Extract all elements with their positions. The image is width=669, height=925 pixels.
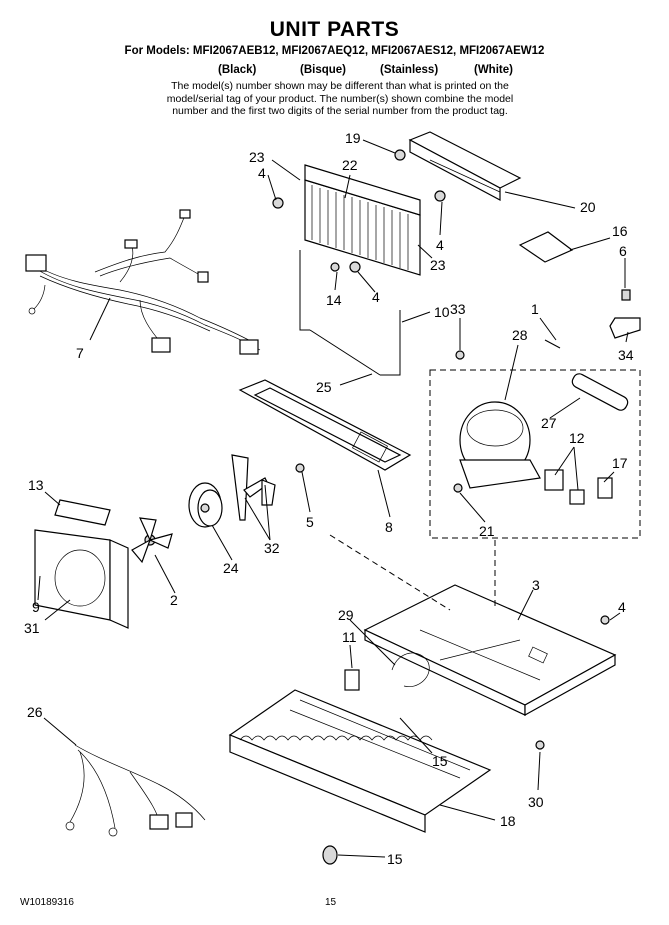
fan-blade-drawing [131,517,173,564]
note-line: The model(s) number shown may be differe… [171,80,509,92]
support-rods-drawing [299,250,401,376]
callout-10: 10 [434,304,450,320]
callout-12: 12 [569,430,585,446]
motor-brackets-drawing [231,454,276,521]
callout-23: 23 [249,149,265,165]
callout-8: 8 [385,519,393,535]
callout-32: 32 [264,540,280,556]
bracket-drawing [609,317,641,339]
callout-2: 2 [170,592,178,608]
screws-drawing [35,149,631,750]
callout-23-b: 23 [430,257,446,273]
note-line: model/serial tag of your product. The nu… [166,92,514,105]
callout-11: 11 [342,629,357,645]
callout-22: 22 [342,157,358,173]
callout-31: 31 [24,620,40,636]
callout-9: 9 [32,599,40,615]
pad-drawing [518,231,574,263]
alignment-lines [329,534,496,611]
callout-4-b: 4 [436,237,444,253]
note-line: number and the first two digits of the s… [172,105,508,117]
models-line: For Models: MFI2067AEB12, MFI2067AEQ12, … [124,45,545,57]
condenser-coil-drawing [228,689,492,833]
callout-7: 7 [76,345,84,361]
page-title: UNIT PARTS [269,18,400,41]
wire-harness-drawing [25,209,261,355]
callout-16: 16 [612,223,628,239]
callout-6: 6 [619,243,627,259]
model-note: The model(s) number shown may be differe… [125,80,555,118]
callout-14: 14 [326,292,342,308]
callout-13: 13 [28,477,44,493]
drain-pan-drawing [238,379,412,471]
callout-4-d: 4 [618,599,626,615]
callout-4-c: 4 [372,289,380,305]
callout-30: 30 [528,794,544,810]
callout-15-b: 15 [387,851,403,867]
callout-34: 34 [618,347,634,363]
fan-shroud-drawing [34,499,129,629]
callout-29: 29 [338,607,354,623]
color-black: (Black) [218,64,257,76]
foot-drawing [322,845,338,865]
leader-lines [37,139,629,858]
callout-19: 19 [345,130,361,146]
callout-33: 33 [450,301,466,317]
page-number: 15 [325,897,337,908]
callout-21: 21 [479,523,495,539]
color-stainless: (Stainless) [380,64,439,76]
callout-27: 27 [541,415,557,431]
compressor-drawing [429,339,641,539]
condenser-drawing [304,164,421,276]
color-white: (White) [474,64,513,76]
callout-18: 18 [500,813,516,829]
callout-24: 24 [223,560,239,576]
part-11-drawing [344,669,360,691]
callout-25: 25 [316,379,332,395]
shroud-bracket-drawing [408,131,522,201]
callout-17: 17 [612,455,628,471]
callout-28: 28 [512,327,528,343]
callout-20: 20 [580,199,596,215]
callout-5: 5 [306,514,314,530]
base-plate-drawing [363,584,617,717]
callout-26: 26 [27,704,43,720]
fan-motor-drawing [188,482,223,528]
callout-1: 1 [531,301,539,317]
callout-4: 4 [258,165,266,181]
document-number: W10189316 [20,897,74,908]
callout-numbers: 23 22 4 19 20 16 6 4 23 14 4 33 1 28 34 … [24,130,634,867]
color-bisque: (Bisque) [300,64,346,76]
power-harness-drawing [65,744,206,837]
callout-3: 3 [532,577,540,593]
callout-15: 15 [432,753,448,769]
